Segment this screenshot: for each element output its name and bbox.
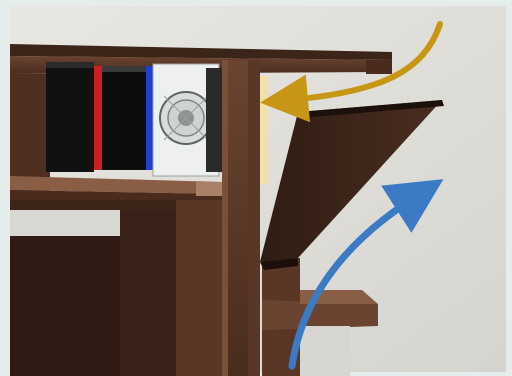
lower-cabinet — [10, 200, 222, 376]
black-filter — [46, 62, 94, 172]
black-filter-2 — [102, 66, 146, 170]
blue-filter — [146, 66, 153, 170]
side-rail — [248, 60, 260, 376]
vertical-post — [222, 60, 248, 376]
fan-assembly — [46, 62, 224, 176]
back-panel — [10, 74, 50, 194]
light-shelf — [10, 210, 120, 236]
red-filter — [94, 66, 102, 170]
